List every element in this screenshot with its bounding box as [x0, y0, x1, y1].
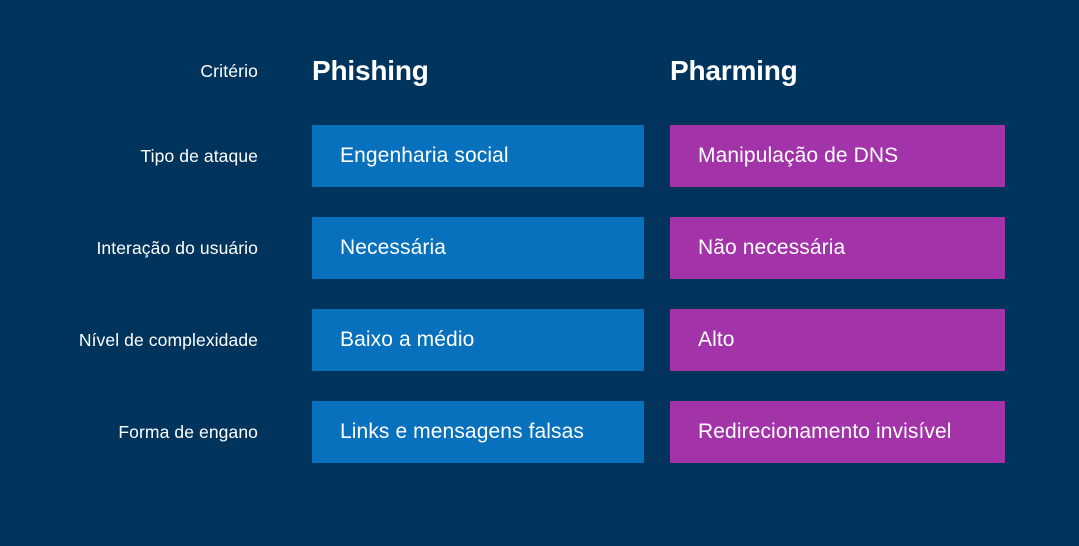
cell-pharming-interacao-do-usuario: Não necessária: [670, 217, 1005, 279]
cell-phishing-interacao-do-usuario: Necessária: [312, 217, 644, 279]
column-header-phishing: Phishing: [312, 55, 429, 86]
cell-pharming-forma-de-engano: Redirecionamento invisível: [670, 401, 1005, 463]
cell-phishing-tipo-de-ataque: Engenharia social: [312, 125, 644, 187]
row-label-nivel-de-complexidade: Nível de complexidade: [78, 329, 258, 350]
row-label-interacao-do-usuario: Interação do usuário: [96, 237, 258, 258]
cell-pharming-nivel-de-complexidade: Alto: [670, 309, 1005, 371]
row-label-tipo-de-ataque: Tipo de ataque: [140, 145, 258, 166]
cell-phishing-nivel-de-complexidade: Baixo a médio: [312, 309, 644, 371]
cell-pharming-tipo-de-ataque: Manipulação de DNS: [670, 125, 1005, 187]
row-label-forma-de-engano: Forma de engano: [118, 421, 258, 442]
column-header-criterion: Critério: [200, 60, 258, 81]
column-header-pharming: Pharming: [670, 55, 798, 86]
cell-phishing-forma-de-engano: Links e mensagens falsas: [312, 401, 644, 463]
